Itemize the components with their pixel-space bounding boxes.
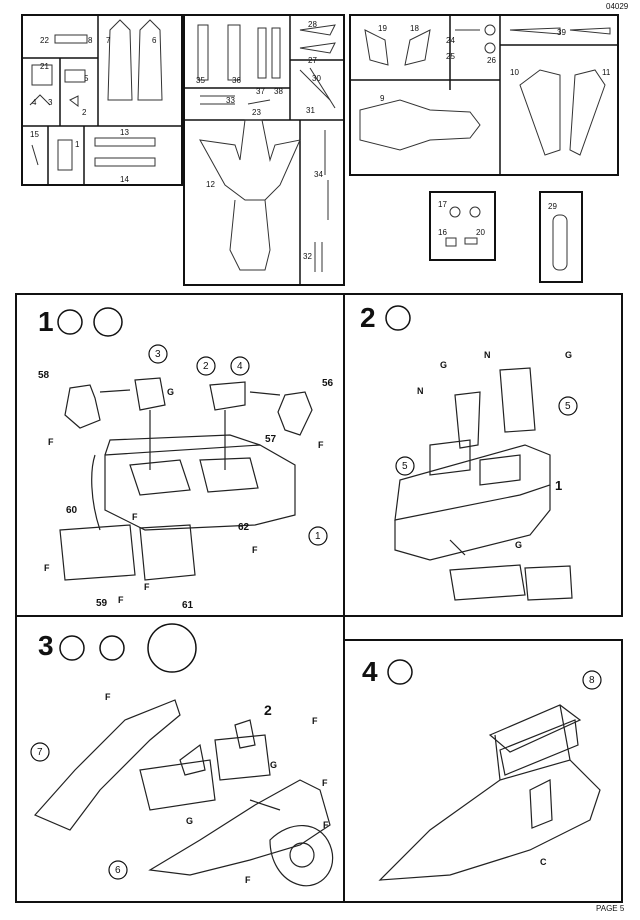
step-panel-4 [343,639,623,903]
step-panel-3 [15,615,345,903]
glue-icon [59,635,85,661]
part-label: 6 [115,865,121,876]
part-label: 58 [38,370,50,381]
step-1-drawing [59,377,313,581]
clock-icon [147,623,197,673]
color-code: F [132,512,138,522]
part-label: 61 [182,600,194,611]
sheet-code: 04029 [606,2,629,11]
step-number: 1 [38,306,54,337]
glue-icon [57,309,83,335]
color-code: G [515,540,523,550]
page-number: PAGE 5 [596,904,625,913]
part-label: 56 [322,378,334,389]
pilot-figure-icon [93,307,123,337]
part-label: 60 [66,505,78,516]
color-code: G [186,816,194,826]
step-number: 3 [38,630,54,661]
color-code: F [144,582,150,592]
color-code: F [312,716,318,726]
part-label: 1 [555,478,563,493]
glue-icon [385,305,411,331]
sprue-frame-left [21,14,183,186]
color-code: F [322,778,328,788]
color-code: F [105,692,111,702]
color-code: F [323,820,329,830]
step-number: 4 [362,656,378,687]
glue-icon [387,659,413,685]
part-label: 2 [203,361,209,372]
part-label: 7 [37,747,43,758]
part-label: 2 [264,702,272,718]
sprue-frame-right [349,14,619,176]
color-code: N [484,350,491,360]
color-code: N [417,386,424,396]
step-2-drawing [394,367,573,601]
part-label: 5 [565,401,571,412]
color-code: F [318,440,324,450]
sprue-box-small-a [429,191,496,261]
step-panel-2 [343,293,623,617]
color-code: F [245,875,251,885]
part-label: 5 [402,461,408,472]
color-code: G [440,360,448,370]
color-code: G [167,387,175,397]
color-code: F [252,545,258,555]
step-panel-1 [15,293,345,617]
color-code: C [540,857,547,867]
step-3-drawing [33,699,334,887]
part-label: 8 [589,675,595,686]
color-code: G [270,760,278,770]
sprue-box-small-b [539,191,583,283]
color-code: F [44,563,50,573]
part-label: 4 [237,361,243,372]
paint-icon [99,635,125,661]
color-code: G [565,350,573,360]
part-label: 1 [315,531,321,542]
sprue-frame-mid [183,14,345,286]
part-label: 62 [238,522,250,533]
part-label: 57 [265,434,277,445]
color-code: F [118,595,124,605]
part-label: 59 [96,598,108,609]
step-4-drawing [378,704,601,881]
step-number: 2 [360,302,376,333]
color-code: F [48,437,54,447]
part-label: 3 [155,349,161,360]
